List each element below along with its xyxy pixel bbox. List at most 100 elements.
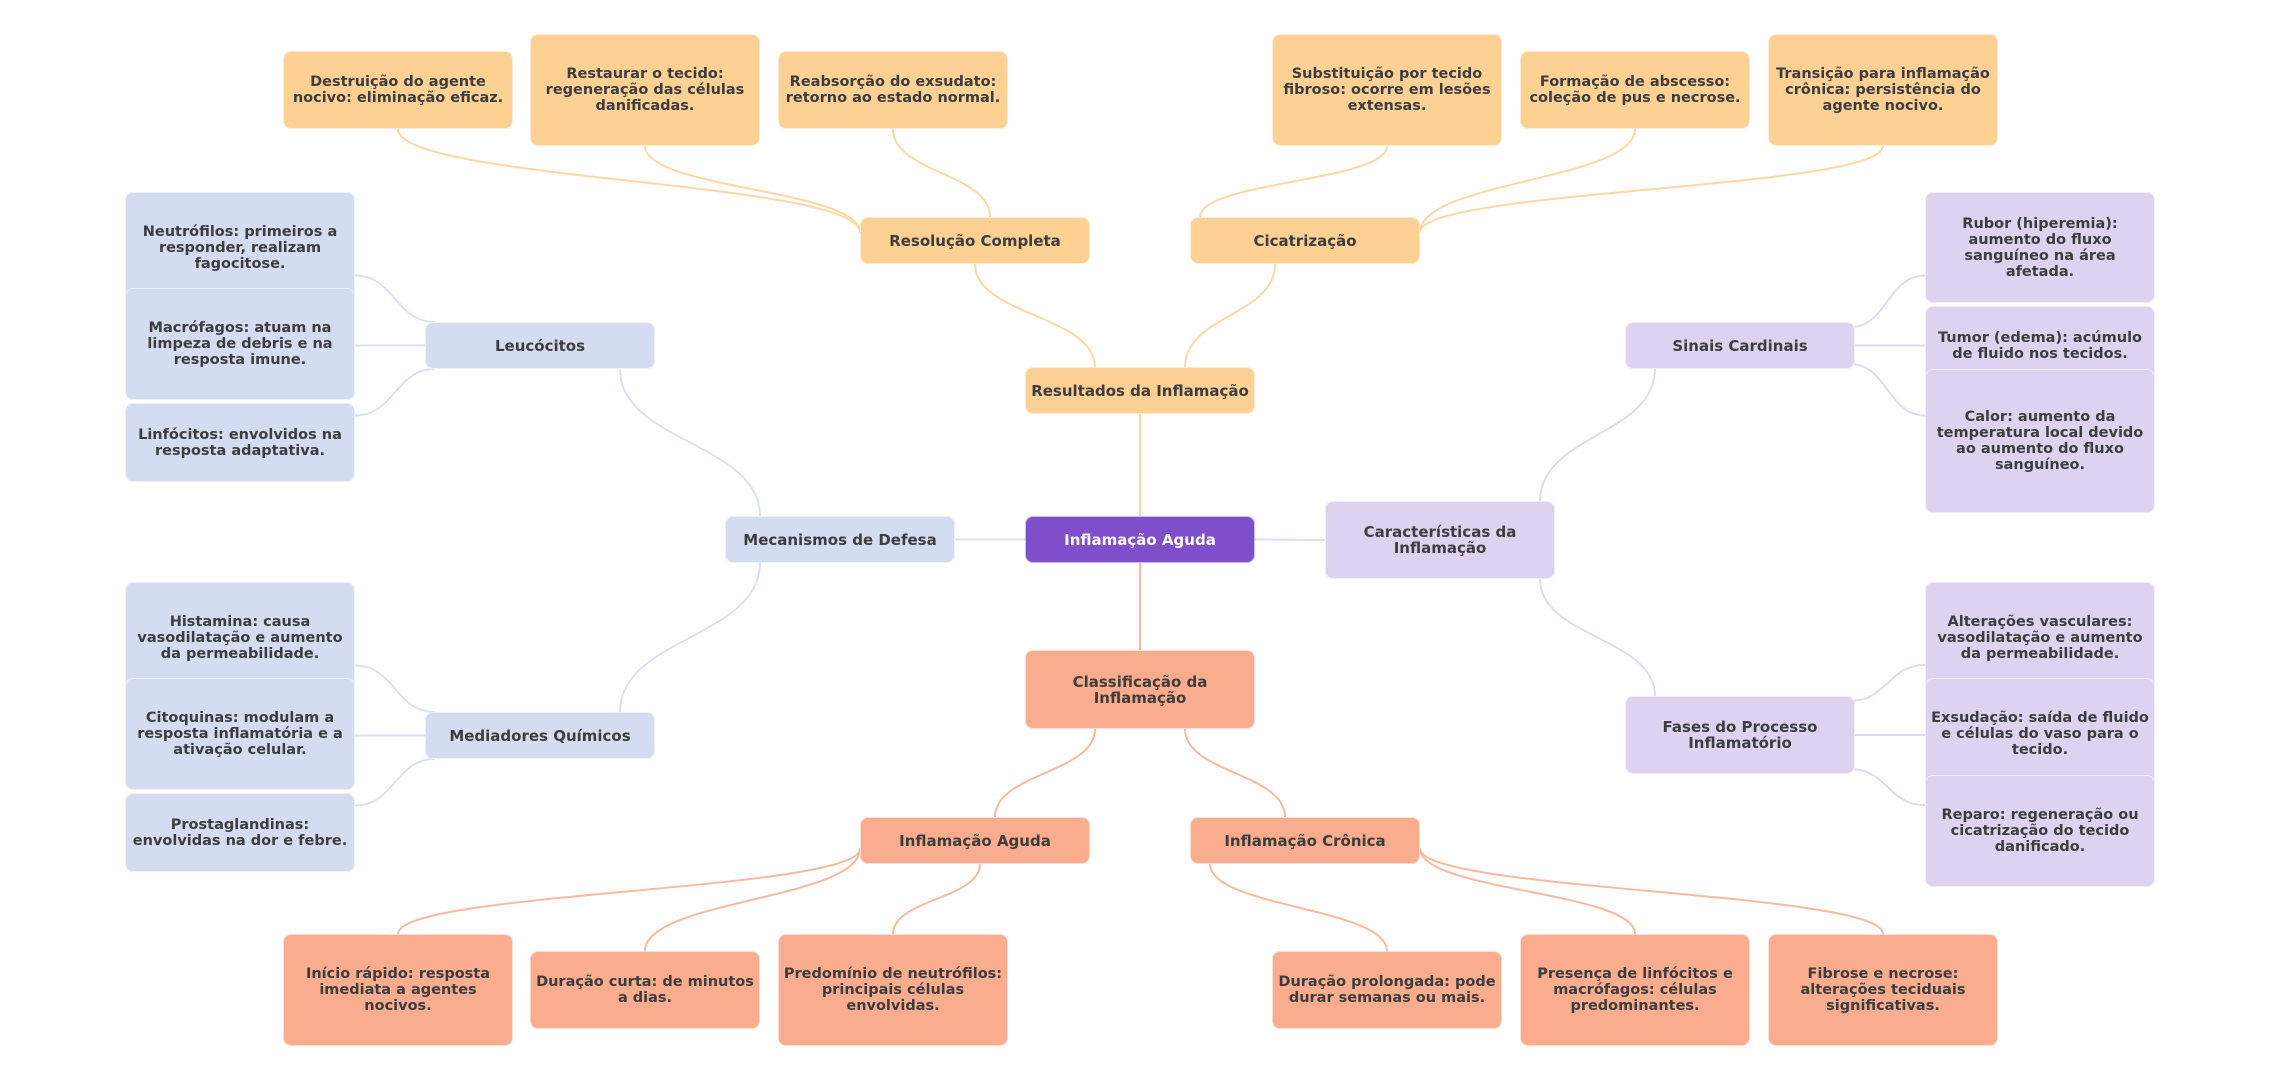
edge-l-fas-2 (1849, 768, 1926, 806)
edge-classificacao-n-agu (994, 728, 1096, 818)
node-resultados[interactable]: Resultados da Inflamação (1025, 367, 1255, 414)
edge-l-sin-0 (1849, 274, 1926, 328)
leaf-text: Restaurar o tecido: regeneração das célu… (545, 66, 745, 114)
leaf-text: Início rápido: resposta imediata a agent… (305, 966, 491, 1014)
leaf-text: Fibrose e necrose: alterações teciduais … (1800, 966, 1966, 1014)
node-caracteristicas-inflamacao[interactable]: Características da Inflamação (1325, 501, 1555, 579)
edge-l-leu-0 (354, 274, 436, 323)
edge-l-fas-0 (1849, 664, 1926, 702)
leaf-duracao-prolongada[interactable]: Duração prolongada: pode durar semanas o… (1272, 951, 1502, 1029)
leaf-text: Linfócitos: envolvidos na resposta adapt… (138, 426, 342, 459)
leaf-exsudacao[interactable]: Exsudação: saída de fluido e células do … (1925, 678, 2155, 790)
edge-l-cic-0 (1199, 145, 1388, 218)
leaf-prostaglandinas[interactable]: Prostaglandinas: envolvidas na dor e feb… (125, 793, 355, 872)
leaf-text: Transição para inflamação crônica: persi… (1776, 66, 1990, 114)
edge-l-resol-1 (644, 145, 861, 233)
leaf-transicao-cronica[interactable]: Transição para inflamação crônica: persi… (1768, 34, 1998, 146)
node-resolucao-completa[interactable]: Resolução Completa (860, 217, 1090, 264)
leaf-rubor[interactable]: Rubor (hiperemia): aumento do fluxo sang… (1925, 192, 2155, 303)
leaf-inicio-rapido[interactable]: Início rápido: resposta imediata a agent… (283, 934, 513, 1046)
leaf-presenca-linfocitos[interactable]: Presença de linfócitos e macrófagos: cél… (1520, 934, 1750, 1046)
leaf-text: Substituição por tecido fibroso: ocorre … (1283, 66, 1491, 114)
leaf-text: Formação de abscesso: coleção de pus e n… (1529, 74, 1741, 106)
edge-l-agu-1 (644, 848, 861, 952)
root-label: Inflamação Aguda (1064, 530, 1216, 549)
edge-resultados-resolucao (974, 263, 1096, 368)
edge-l-med-2 (354, 758, 436, 807)
leaf-reparo[interactable]: Reparo: regeneração ou cicatrização do t… (1925, 775, 2155, 887)
leaf-macrofagos[interactable]: Macrófagos: atuam na limpeza de debris e… (125, 288, 355, 400)
edge-resultados-cicatrizacao (1184, 263, 1276, 368)
edge-l-agu-0 (397, 848, 861, 935)
root-node[interactable]: Inflamação Aguda (1025, 516, 1255, 563)
edge-l-resol-2 (892, 128, 991, 218)
node-mediadores-quimicos[interactable]: Mediadores Químicos (425, 712, 655, 759)
node-label: Classificação da Inflamação (1072, 672, 1208, 707)
node-sinais-cardinais[interactable]: Sinais Cardinais (1625, 322, 1855, 369)
edge-l-cic-1 (1419, 128, 1636, 233)
leaf-text: Reparo: regeneração ou cicatrização do t… (1941, 807, 2139, 855)
node-fases-processo[interactable]: Fases do Processo Inflamatório (1625, 696, 1855, 774)
leaf-text: Citoquinas: modulam a resposta inflamató… (137, 710, 343, 758)
edge-l-cro-2 (1419, 848, 1884, 935)
leaf-text: Alterações vasculares: vasodilatação e a… (1937, 614, 2143, 662)
leaf-substituicao-tecido-fibroso[interactable]: Substituição por tecido fibroso: ocorre … (1272, 34, 1502, 146)
leaf-text: Prostaglandinas: envolvidas na dor e feb… (132, 816, 348, 849)
leaf-restaurar-tecido[interactable]: Restaurar o tecido: regeneração das célu… (530, 34, 760, 146)
leaf-text: Duração curta: de minutos a dias. (536, 974, 754, 1006)
node-label: Sinais Cardinais (1672, 336, 1808, 355)
edge-l-cic-2 (1419, 145, 1884, 233)
node-label: Mecanismos de Defesa (743, 530, 937, 549)
node-label: Resultados da Inflamação (1031, 381, 1249, 400)
node-label: Inflamação Crônica (1224, 831, 1386, 850)
edge-l-leu-2 (354, 368, 436, 417)
leaf-destruicao-agente[interactable]: Destruição do agente nocivo: eliminação … (283, 51, 513, 129)
node-inflamacao-cronica[interactable]: Inflamação Crônica (1190, 817, 1420, 864)
leaf-linfocitos[interactable]: Linfócitos: envolvidos na resposta adapt… (125, 403, 355, 482)
leaf-fibrose-necrose[interactable]: Fibrose e necrose: alterações teciduais … (1768, 934, 1998, 1046)
node-label: Resolução Completa (889, 231, 1061, 250)
edge-root-caracteristicas (1254, 538, 1326, 541)
edge-l-med-0 (354, 664, 436, 713)
leaf-text: Presença de linfócitos e macrófagos: cél… (1537, 966, 1733, 1014)
node-mecanismos-defesa[interactable]: Mecanismos de Defesa (725, 516, 955, 563)
leaf-citoquinas[interactable]: Citoquinas: modulam a resposta inflamató… (125, 678, 355, 790)
node-label: Leucócitos (494, 336, 586, 355)
leaf-duracao-curta[interactable]: Duração curta: de minutos a dias. (530, 951, 760, 1029)
edge-l-cro-1 (1419, 848, 1636, 935)
node-leucocitos[interactable]: Leucócitos (425, 322, 655, 369)
leaf-text: Duração prolongada: pode durar semanas o… (1278, 974, 1496, 1006)
edge-l-cro-0 (1209, 863, 1388, 952)
leaf-text: Exsudação: saída de fluido e células do … (1931, 710, 2149, 758)
node-inflamacao-aguda[interactable]: Inflamação Aguda (860, 817, 1090, 864)
edge-caracteristicas-n-fas (1539, 578, 1656, 697)
node-label: Cicatrização (1253, 231, 1357, 250)
leaf-calor[interactable]: Calor: aumento da temperatura local devi… (1925, 369, 2155, 513)
edge-classificacao-n-cro (1184, 728, 1286, 818)
leaf-text: Tumor (edema): acúmulo de fluido nos tec… (1938, 329, 2142, 362)
leaf-text: Macrófagos: atuam na limpeza de debris e… (147, 320, 333, 368)
leaf-text: Histamina: causa vasodilatação e aumento… (137, 614, 343, 662)
edge-l-sin-2 (1849, 363, 1926, 417)
leaf-reabsorcao-exsudato[interactable]: Reabsorção do exsudato: retorno ao estad… (778, 51, 1008, 129)
edge-l-resol-0 (397, 128, 861, 233)
leaf-histamina[interactable]: Histamina: causa vasodilatação e aumento… (125, 582, 355, 694)
node-label: Características da Inflamação (1363, 523, 1517, 557)
leaf-text: Destruição do agente nocivo: eliminação … (292, 74, 504, 106)
node-cicatrizacao[interactable]: Cicatrização (1190, 217, 1420, 264)
leaf-text: Predomínio de neutrófilos: principais cé… (783, 966, 1003, 1014)
edge-l-agu-2 (892, 863, 981, 935)
node-label: Mediadores Químicos (449, 726, 631, 745)
leaf-text: Reabsorção do exsudato: retorno ao estad… (785, 74, 1001, 106)
edge-caracteristicas-n-sin (1539, 368, 1656, 502)
node-label: Fases do Processo Inflamatório (1662, 718, 1818, 752)
leaf-text: Neutrófilos: primeiros a responder, real… (142, 224, 338, 272)
edge-mecanismos-n-med (619, 562, 761, 713)
node-classificacao-inflamacao[interactable]: Classificação da Inflamação (1025, 650, 1255, 729)
leaf-formacao-abscesso[interactable]: Formação de abscesso: coleção de pus e n… (1520, 51, 1750, 129)
leaf-predominio-neutrofilos[interactable]: Predomínio de neutrófilos: principais cé… (778, 934, 1008, 1046)
leaf-text: Rubor (hiperemia): aumento do fluxo sang… (1962, 215, 2118, 280)
leaf-neutrofilos[interactable]: Neutrófilos: primeiros a responder, real… (125, 192, 355, 304)
leaf-alteracoes-vasculares[interactable]: Alterações vasculares: vasodilatação e a… (1925, 582, 2155, 694)
leaf-text: Calor: aumento da temperatura local devi… (1936, 409, 2144, 473)
